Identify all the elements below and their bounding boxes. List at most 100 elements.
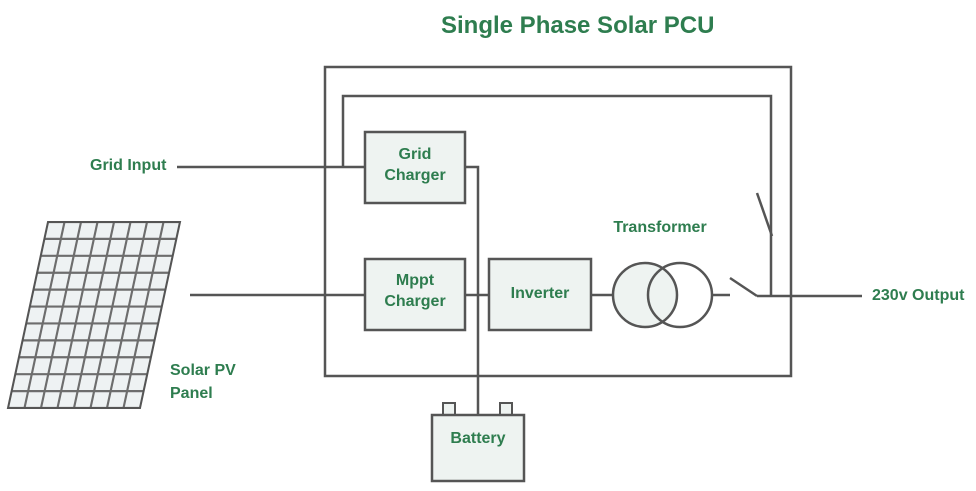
solar-cell bbox=[47, 290, 66, 306]
pcu-enclosure bbox=[323, 65, 793, 378]
grid-charger-label-line2: Charger bbox=[384, 167, 446, 184]
grid-charger-block bbox=[363, 130, 467, 205]
solar-cell bbox=[29, 375, 47, 390]
solar-cell bbox=[60, 307, 78, 323]
solar-cell bbox=[62, 223, 80, 238]
solar-cell bbox=[146, 290, 165, 306]
grid-input-label: Grid Input bbox=[90, 157, 167, 174]
solar-cell bbox=[141, 240, 159, 255]
inverter-label: Inverter bbox=[510, 285, 570, 302]
solar-cell bbox=[64, 290, 82, 306]
solar-cell bbox=[56, 324, 75, 340]
solar-cell bbox=[38, 256, 56, 272]
solar-cell bbox=[31, 290, 49, 306]
solar-cell bbox=[67, 273, 86, 289]
bypass-wire bbox=[341, 94, 773, 296]
solar-cell bbox=[69, 341, 88, 357]
solar-cell bbox=[102, 341, 121, 357]
solar-cell bbox=[53, 341, 71, 357]
solar-cell bbox=[27, 307, 45, 323]
solar-cell bbox=[95, 375, 113, 390]
solar-cell bbox=[143, 307, 161, 323]
mppt-charger-label-line2: Charger bbox=[384, 293, 446, 310]
mppt-charger-block bbox=[363, 257, 467, 332]
solar-cell bbox=[124, 240, 143, 255]
solar-cell bbox=[80, 290, 99, 306]
solar-cell bbox=[100, 273, 119, 289]
solar-cell bbox=[132, 358, 150, 374]
solar-cell bbox=[16, 358, 35, 374]
solar-cell bbox=[42, 240, 60, 255]
solar-cell bbox=[20, 341, 38, 357]
inverter-switch-contact bbox=[729, 276, 758, 298]
grid-charger-label-line1: Grid bbox=[398, 146, 432, 163]
solar-cell bbox=[42, 392, 60, 407]
solar-cell bbox=[115, 358, 134, 374]
diagram-title: Single Phase Solar PCU bbox=[441, 12, 715, 39]
solar-cell bbox=[153, 256, 172, 272]
solar-cell bbox=[9, 392, 27, 407]
solar-cell bbox=[124, 392, 143, 407]
solar-cell bbox=[128, 375, 146, 390]
solar-cell bbox=[86, 341, 104, 357]
solar-pv-label-line1: Solar PV bbox=[170, 362, 236, 379]
solar-cell bbox=[126, 307, 144, 323]
solar-cell bbox=[150, 273, 168, 289]
solar-cell bbox=[113, 290, 132, 306]
solar-cell bbox=[75, 392, 93, 407]
bypass-switch-contact bbox=[755, 192, 774, 237]
solar-cell bbox=[78, 223, 97, 238]
solar-pv-label-line2: Panel bbox=[170, 385, 213, 402]
solar-cell bbox=[34, 273, 53, 289]
solar-cell bbox=[91, 392, 110, 407]
solar-cell bbox=[33, 358, 51, 374]
solar-cell bbox=[36, 341, 55, 357]
solar-cell bbox=[62, 375, 80, 390]
transformer-label: Transformer bbox=[613, 219, 707, 236]
solar-cell bbox=[130, 290, 148, 306]
solar-cell bbox=[111, 375, 130, 390]
solar-cell bbox=[54, 256, 73, 272]
output-label: 230v Output bbox=[872, 287, 965, 304]
solar-cell bbox=[111, 223, 130, 238]
solar-cell bbox=[108, 392, 126, 407]
solar-cell bbox=[91, 240, 110, 255]
solar-cell bbox=[23, 324, 42, 340]
solar-cell bbox=[45, 223, 64, 238]
charger-battery-bus bbox=[465, 165, 480, 415]
solar-cell bbox=[49, 358, 68, 374]
battery-label: Battery bbox=[450, 430, 506, 447]
solar-cell bbox=[119, 341, 137, 357]
solar-cell bbox=[133, 273, 152, 289]
solar-cell bbox=[97, 290, 115, 306]
solar-cell bbox=[45, 375, 64, 390]
solar-cell bbox=[120, 256, 139, 272]
solar-cell bbox=[25, 392, 44, 407]
battery-terminal-left bbox=[442, 402, 456, 416]
solar-cell bbox=[137, 256, 155, 272]
solar-cell bbox=[99, 358, 117, 374]
solar-cell bbox=[135, 341, 154, 357]
solar-cell bbox=[87, 256, 106, 272]
solar-cell bbox=[84, 273, 102, 289]
solar-cell bbox=[73, 324, 91, 340]
solar-pv-panel-icon bbox=[6, 221, 182, 409]
solar-cell bbox=[161, 223, 179, 238]
solar-cell bbox=[66, 358, 84, 374]
battery-terminal-right bbox=[499, 402, 513, 416]
solar-cell bbox=[12, 375, 31, 390]
solar-cell bbox=[157, 240, 176, 255]
transformer-primary-coil bbox=[611, 261, 679, 329]
solar-cell bbox=[128, 223, 146, 238]
solar-cell bbox=[122, 324, 141, 340]
solar-cell bbox=[75, 240, 93, 255]
solar-cell bbox=[108, 240, 126, 255]
solar-cell bbox=[44, 307, 62, 323]
solar-cell bbox=[71, 256, 89, 272]
solar-cell bbox=[139, 324, 157, 340]
solar-cell bbox=[89, 324, 108, 340]
solar-cell bbox=[77, 307, 95, 323]
solar-cell bbox=[93, 307, 111, 323]
